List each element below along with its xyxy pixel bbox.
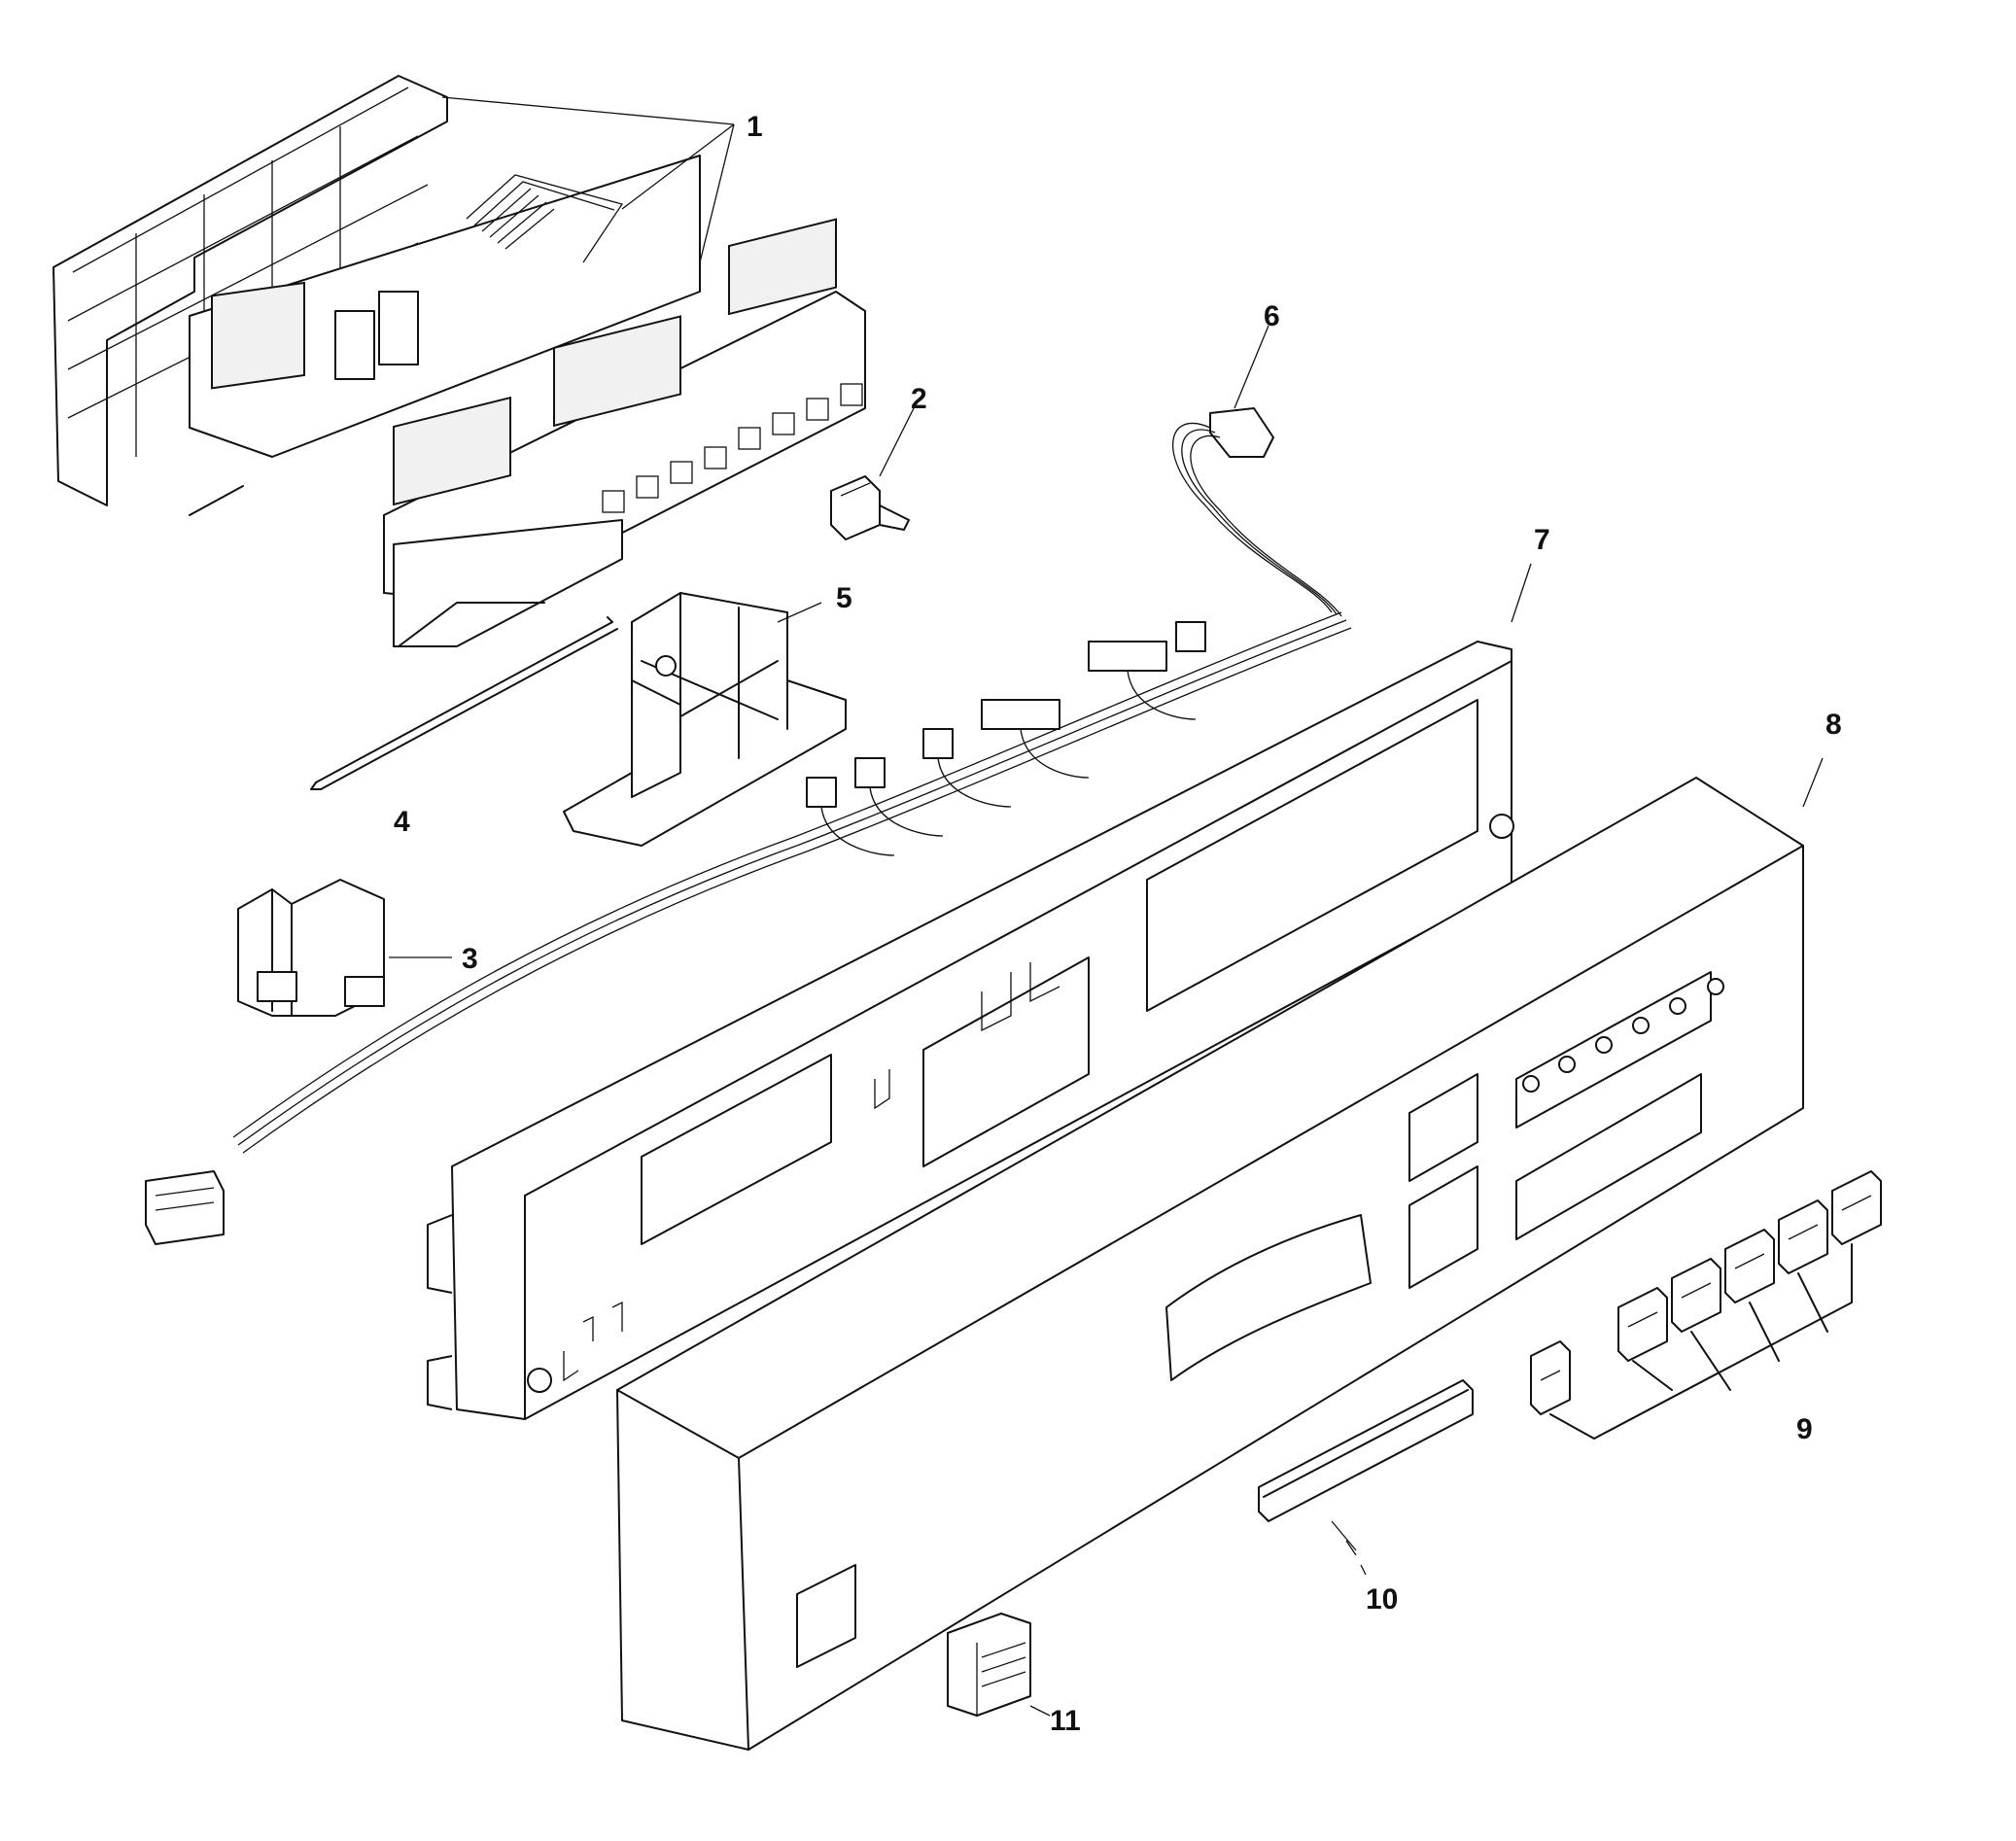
part-3-switch [237,879,385,1017]
callout-7: 7 [1534,524,1550,556]
callout-10: 10 [1366,1583,1398,1615]
part-7-back-panel [427,641,1514,1420]
callouts: 1 2 3 4 5 6 7 8 9 10 11 [394,111,1842,1737]
callout-11: 11 [1050,1705,1081,1737]
callout-2: 2 [911,383,927,415]
part-1-control-module [52,75,866,647]
callout-5: 5 [836,582,852,614]
callout-1: 1 [747,111,763,143]
part-5-latch-assembly [563,592,847,847]
callout-6: 6 [1264,300,1280,332]
part-9-push-buttons [1530,1170,1882,1440]
callout-8: 8 [1825,709,1842,741]
callout-3: 3 [462,943,478,975]
leader-lines [389,96,1824,1717]
callout-9: 9 [1796,1413,1813,1445]
part-8-front-panel [616,777,1804,1751]
part-11-block [947,1613,1031,1717]
part-4-rod [310,616,618,790]
part-6-wire-harness [145,407,1352,1245]
part-2-connector [830,475,910,540]
callout-4: 4 [394,806,410,838]
part-10-handle-trim [1258,1379,1474,1576]
